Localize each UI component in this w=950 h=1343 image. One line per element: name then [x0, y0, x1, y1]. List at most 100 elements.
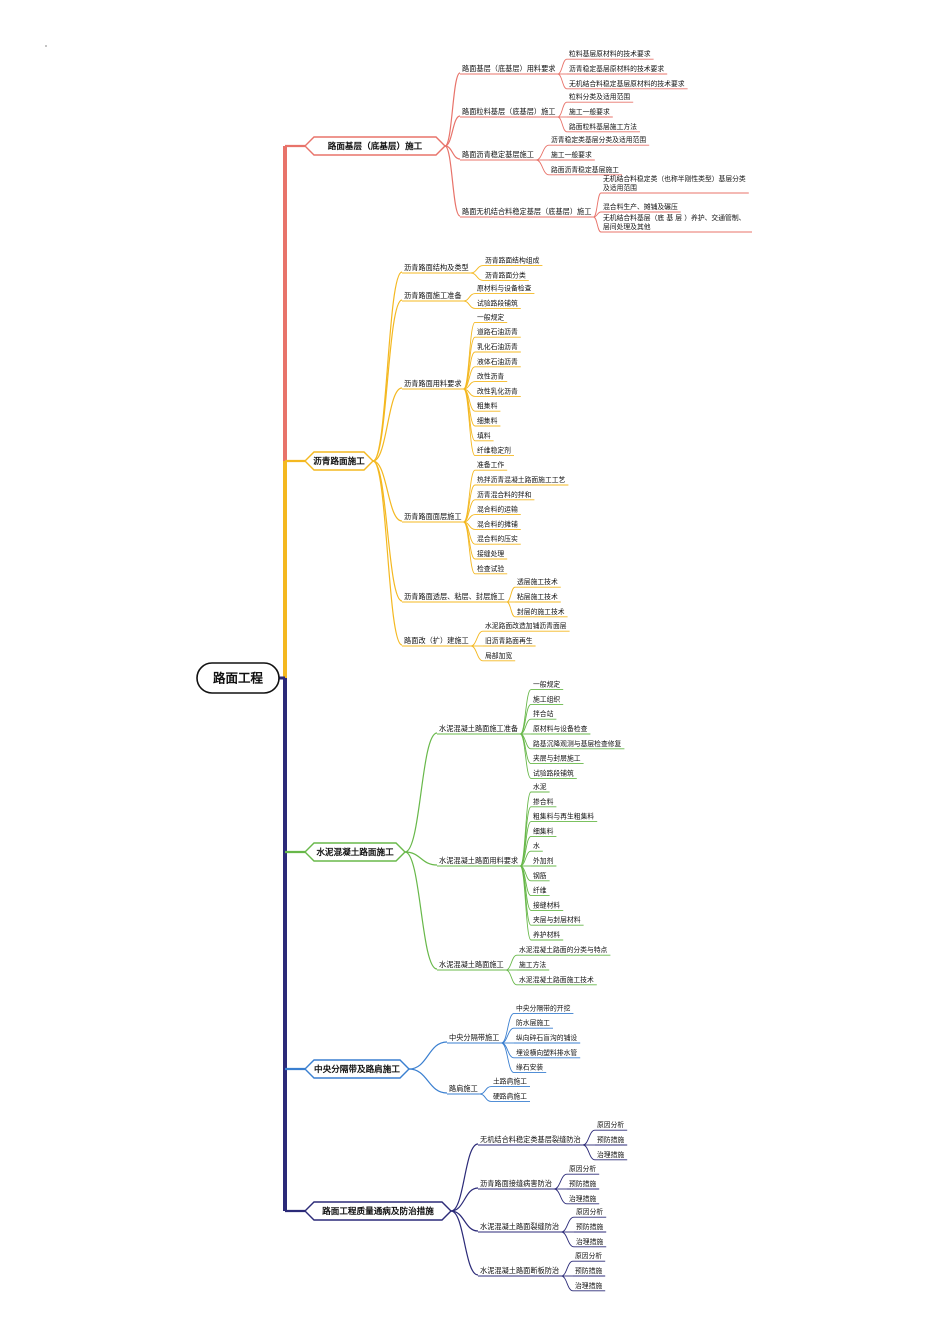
leaf-item[interactable]: 沥青路面分类	[483, 270, 529, 281]
leaf-item[interactable]: 一般规定	[475, 312, 508, 323]
leaf-item[interactable]: 接缝处理	[475, 549, 508, 560]
leaf-item[interactable]: 拌合站	[531, 709, 557, 720]
leaf-item[interactable]: 水泥混凝土路面施工技术	[517, 975, 597, 986]
leaf-item[interactable]: 预防措施	[574, 1222, 607, 1233]
leaf-item[interactable]: 无机结合料稳定类（也称半刚性类型）基层分类及适用范围	[601, 174, 749, 194]
leaf-item[interactable]: 无机结合料基层（底 基 层 ）养护、交通管制、层间处理及其他	[601, 213, 752, 233]
leaf-item[interactable]: 治理措施	[595, 1150, 628, 1161]
subtopic[interactable]: 沥青路面面层施工准备工作热拌沥青混凝土路面施工工艺沥青混合料的拌和混合料的运输混…	[402, 460, 569, 575]
leaf-item[interactable]: 粒料分类及适用范围	[567, 92, 634, 103]
subtopic[interactable]: 路面基层（底基层）用料要求粒料基层原材料的技术要求沥青稳定基层原材料的技术要求无…	[460, 49, 688, 90]
leaf-item[interactable]: 路面粒料基层施工方法	[567, 122, 640, 133]
leaf-item[interactable]: 局部加宽	[483, 651, 516, 662]
leaf-item[interactable]: 原材料与设备检查	[475, 284, 535, 295]
leaf-item[interactable]: 混合料的运输	[475, 505, 521, 516]
leaf-item[interactable]: 水泥混凝土路面的分类与特点	[517, 945, 611, 956]
subtopic[interactable]: 中央分隔带施工中央分隔带的开挖防水层施工纵向碎石盲沟的铺设埋设横向塑料排水管缘石…	[447, 1003, 581, 1074]
leaf-item[interactable]: 无机结合料稳定基层原材料的技术要求	[567, 79, 688, 90]
leaf-item[interactable]: 夹层与封层材料	[531, 915, 584, 926]
leaf-item[interactable]: 防水层施工	[514, 1018, 553, 1029]
root-node[interactable]: 路面工程	[196, 662, 280, 694]
leaf-item[interactable]: 粒料基层原材料的技术要求	[567, 49, 654, 60]
leaf-item[interactable]: 沥青混合料的拌和	[475, 490, 535, 501]
leaf-item[interactable]: 混合料的压实	[475, 534, 521, 545]
leaf-item[interactable]: 乳化石油沥青	[475, 342, 521, 353]
leaf-item[interactable]: 水泥	[531, 782, 550, 793]
leaf-item[interactable]: 细集料	[531, 826, 557, 837]
leaf-item[interactable]: 施工方法	[517, 960, 550, 971]
leaf-item[interactable]: 混合料生产、摊铺及碾压	[601, 202, 681, 213]
leaf-item[interactable]: 试验路段铺筑	[475, 298, 521, 309]
subtopic[interactable]: 水泥混凝土路面用料要求水泥掺合料粗集料与再生粗集料细集料水外加剂钢筋纤维接缝材料…	[437, 782, 598, 941]
leaf-item[interactable]: 治理措施	[567, 1194, 600, 1205]
leaf-item[interactable]: 土路肩施工	[491, 1077, 530, 1088]
subtopic[interactable]: 沥青路面用料要求一般规定道路石油沥青乳化石油沥青液体石油沥青改性沥青改性乳化沥青…	[402, 312, 521, 457]
leaf-item[interactable]: 一般规定	[531, 680, 564, 691]
leaf-item[interactable]: 纤维	[531, 886, 550, 897]
leaf-item[interactable]: 原因分析	[595, 1120, 628, 1131]
leaf-item[interactable]: 治理措施	[574, 1237, 607, 1248]
leaf-item[interactable]: 试验路段铺筑	[531, 768, 577, 779]
leaf-item[interactable]: 钢筋	[531, 871, 550, 882]
leaf-item[interactable]: 混合料的摊铺	[475, 519, 521, 530]
leaf-item[interactable]: 埋设横向塑料排水管	[514, 1048, 581, 1059]
leaf-item[interactable]: 路面沥青稳定基层施工	[549, 165, 622, 176]
leaf-item[interactable]: 预防措施	[595, 1135, 628, 1146]
leaf-item[interactable]: 原因分析	[574, 1207, 607, 1218]
leaf-item[interactable]: 道路石油沥青	[475, 327, 521, 338]
leaf-item[interactable]: 旧沥青路面再生	[483, 636, 536, 647]
leaf-item[interactable]: 准备工作	[475, 460, 508, 471]
leaf-item[interactable]: 改性沥青	[475, 372, 508, 383]
leaf-item[interactable]: 治理措施	[573, 1281, 606, 1292]
leaf-item[interactable]: 粗集料	[475, 401, 501, 412]
leaf-item[interactable]: 热拌沥青混凝土路面施工工艺	[475, 475, 569, 486]
leaf-item[interactable]: 液体石油沥青	[475, 357, 521, 368]
leaf-item[interactable]: 接缝材料	[531, 900, 564, 911]
leaf-item[interactable]: 路基沉降观测与基层检查修复	[531, 739, 625, 750]
leaf-item[interactable]: 掺合料	[531, 797, 557, 808]
leaf-item[interactable]: 沥青稳定基层原材料的技术要求	[567, 64, 668, 75]
leaf-item[interactable]: 纵向碎石盲沟的铺设	[514, 1033, 581, 1044]
leaf-item[interactable]: 中央分隔带的开挖	[514, 1003, 574, 1014]
leaf-item[interactable]: 透层施工技术	[515, 577, 561, 588]
leaf-item[interactable]: 封层的施工技术	[515, 607, 568, 618]
leaf-item[interactable]: 水泥路面改造加铺沥青面层	[483, 621, 570, 632]
leaf-item[interactable]: 原因分析	[567, 1164, 600, 1175]
leaf-item[interactable]: 检查试验	[475, 564, 508, 575]
leaf-item[interactable]: 细集料	[475, 416, 501, 427]
subtopic[interactable]: 水泥混凝土路面施工准备一般规定施工组织拌合站原材料与设备检查路基沉降观测与基层检…	[437, 680, 625, 779]
leaf-item[interactable]: 填料	[475, 431, 494, 442]
leaf-item[interactable]: 养护材料	[531, 930, 564, 941]
leaf-item[interactable]: 缘石安装	[514, 1063, 547, 1074]
leaf-item[interactable]: 原因分析	[573, 1251, 606, 1262]
leaf-item[interactable]: 硬路肩施工	[491, 1091, 530, 1102]
leaf-item[interactable]: 外加剂	[531, 856, 557, 867]
leaf-item[interactable]: 水	[531, 841, 543, 852]
leaf-item[interactable]: 沥青稳定类基层分类及适用范围	[549, 135, 650, 146]
leaf-item[interactable]: 施工一般要求	[567, 107, 613, 118]
leaf-item[interactable]: 粘层施工技术	[515, 592, 561, 603]
leaf-item[interactable]: 粗集料与再生粗集料	[531, 812, 598, 823]
leaf-item[interactable]: 纤维稳定剂	[475, 446, 514, 457]
leaf-item[interactable]: 原材料与设备检查	[531, 724, 591, 735]
leaf-item[interactable]: 预防措施	[573, 1266, 606, 1277]
leaf-item[interactable]: 夹层与封层施工	[531, 754, 584, 765]
leaf-item[interactable]: 沥青路面结构组成	[483, 256, 543, 267]
leaf-item[interactable]: 预防措施	[567, 1179, 600, 1190]
leaf-item[interactable]: 施工一般要求	[549, 150, 595, 161]
leaf-item[interactable]: 改性乳化沥青	[475, 386, 521, 397]
leaf-item[interactable]: 施工组织	[531, 694, 564, 705]
subtopic[interactable]: 路面无机结合料稳定基层（底基层）施工无机结合料稳定类（也称半刚性类型）基层分类及…	[460, 174, 752, 233]
